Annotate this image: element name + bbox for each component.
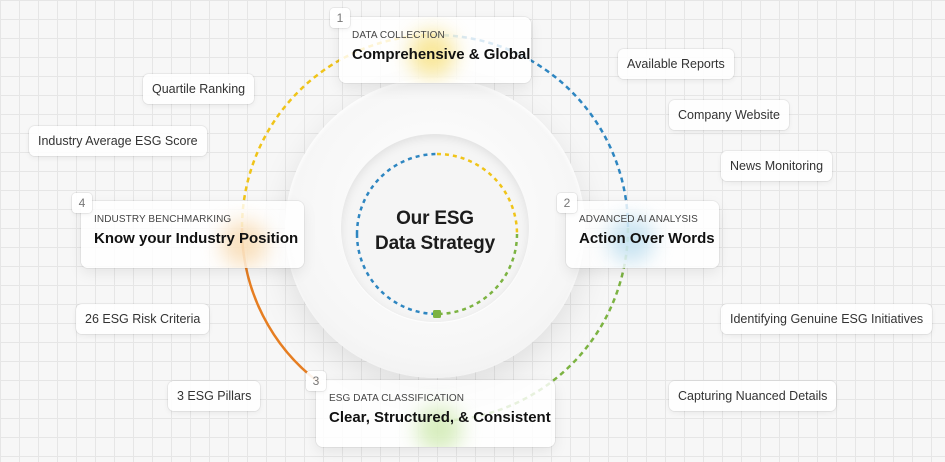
tag-capturing-details: Capturing Nuanced Details xyxy=(669,381,837,411)
inner-ring-arc-blue-bottom xyxy=(355,233,438,316)
step-title: Clear, Structured, & Consistent xyxy=(329,409,551,426)
tag-news-monitoring: News Monitoring xyxy=(721,151,833,181)
center-title-line1: Our ESG xyxy=(396,208,474,229)
inner-ring-arc-blue xyxy=(355,152,438,235)
card-glow xyxy=(409,31,455,77)
step-title: Know your Industry Position xyxy=(94,230,299,247)
step-caption: INDUSTRY BENCHMARKING xyxy=(94,214,232,225)
inner-disc xyxy=(341,134,529,322)
inner-ring-marker xyxy=(433,310,441,318)
tag-identifying-initiatives: Identifying Genuine ESG Initiatives xyxy=(721,304,933,334)
center-title-line2: Data Strategy xyxy=(375,233,495,254)
step-title: Comprehensive & Global xyxy=(352,46,531,63)
center-title: Our ESG Data Strategy xyxy=(355,206,515,256)
tag-esg-pillars: 3 ESG Pillars xyxy=(168,381,261,411)
step-caption: ADVANCED AI ANALYSIS xyxy=(579,214,698,225)
card-glow xyxy=(416,406,462,447)
tag-industry-average: Industry Average ESG Score xyxy=(29,126,207,156)
inner-ring-arc-yellow xyxy=(436,152,519,235)
step-card-data-collection: DATA COLLECTION Comprehensive & Global xyxy=(339,17,531,83)
tag-available-reports: Available Reports xyxy=(618,49,734,79)
step-caption: DATA COLLECTION xyxy=(352,30,445,41)
step-card-ai-analysis: ADVANCED AI ANALYSIS Action Over Words xyxy=(566,201,719,268)
step-title: Action Over Words xyxy=(579,230,715,247)
inner-ring-arc-green xyxy=(436,233,519,316)
step-number-badge: 1 xyxy=(330,8,350,28)
card-glow xyxy=(608,217,654,263)
tag-risk-criteria: 26 ESG Risk Criteria xyxy=(76,304,210,334)
card-glow xyxy=(221,221,267,267)
tag-company-website: Company Website xyxy=(669,100,789,130)
step-card-classification: ESG DATA CLASSIFICATION Clear, Structure… xyxy=(316,380,555,447)
step-number-badge: 3 xyxy=(306,371,326,391)
step-number-badge: 4 xyxy=(72,193,92,213)
step-caption: ESG DATA CLASSIFICATION xyxy=(329,393,465,404)
step-card-benchmarking: INDUSTRY BENCHMARKING Know your Industry… xyxy=(81,201,304,268)
step-number-badge: 2 xyxy=(557,193,577,213)
tag-quartile-ranking: Quartile Ranking xyxy=(143,74,255,104)
